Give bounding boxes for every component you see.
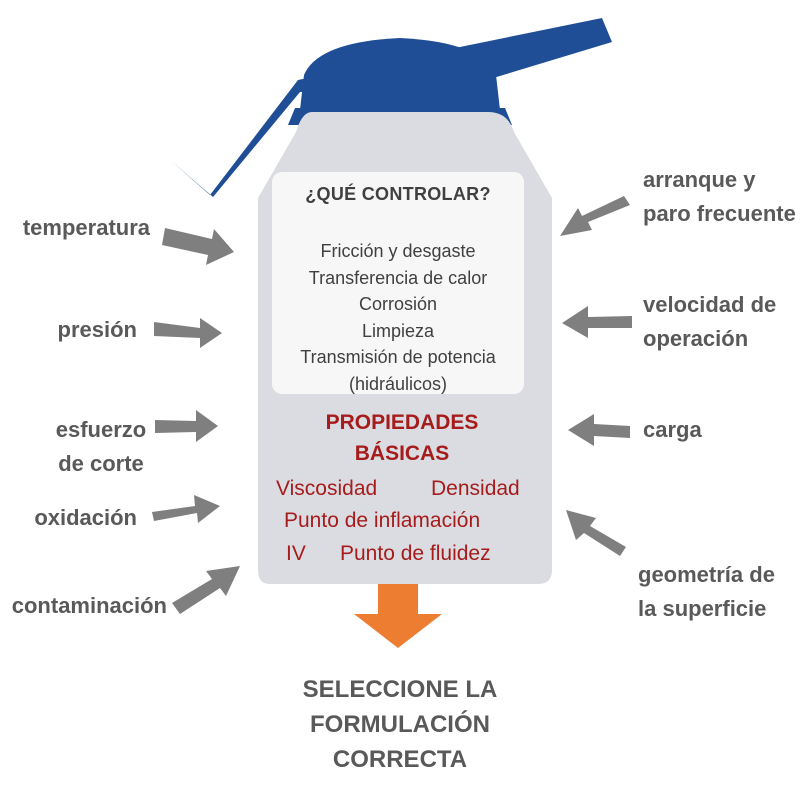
arrow-oxidacion bbox=[152, 495, 220, 523]
control-item: (hidráulicos) bbox=[348, 373, 448, 394]
arrow-esfuerzo bbox=[155, 410, 218, 442]
factor-carga: carga bbox=[643, 417, 702, 442]
factor-arranque-paro: arranque y paro frecuente bbox=[643, 167, 796, 226]
panel-title: ¿QUÉ CONTROLAR? bbox=[305, 184, 491, 204]
factor-presion: presión bbox=[57, 317, 137, 342]
left-arrows bbox=[152, 228, 240, 614]
control-panel bbox=[272, 172, 524, 394]
factor-oxidacion: oxidación bbox=[34, 505, 137, 530]
factor-contaminacion: contaminación bbox=[11, 593, 167, 618]
arrow-arranque bbox=[560, 196, 630, 236]
control-item: Corrosión bbox=[358, 294, 438, 314]
properties-title-line1: PROPIEDADES bbox=[325, 411, 479, 434]
property-density: Densidad bbox=[431, 477, 520, 500]
factor-velocidad: velocidad de operación bbox=[643, 292, 777, 351]
result-arrow bbox=[354, 584, 442, 648]
control-item: Transmisión de potencia bbox=[300, 347, 496, 367]
arrow-contaminacion bbox=[172, 566, 240, 614]
property-vi: IV bbox=[286, 542, 306, 565]
control-item: Limpieza bbox=[361, 320, 435, 341]
property-viscosity: Viscosidad bbox=[276, 477, 378, 500]
arrow-geometria bbox=[566, 510, 626, 556]
control-item: Fricción y desgaste bbox=[320, 241, 476, 261]
control-item: Transferencia de calor bbox=[308, 267, 488, 288]
property-flash-point: Punto de inflamación bbox=[284, 509, 481, 532]
property-pour-point: Punto de fluidez bbox=[340, 542, 491, 565]
arrow-velocidad bbox=[562, 306, 632, 338]
properties-title-line2: BÁSICAS bbox=[354, 442, 450, 465]
properties-title: PROPIEDADES BÁSICAS bbox=[262, 407, 542, 469]
factor-esfuerzo-de-corte: esfuerzo de corte bbox=[55, 417, 147, 476]
factor-geometria: geometría de la superficie bbox=[638, 562, 775, 621]
arrow-carga bbox=[568, 414, 630, 446]
result-text: SELECCIONE LA FORMULACIÓN CORRECTA bbox=[302, 676, 498, 773]
arrow-presion bbox=[154, 318, 222, 348]
bottle-spout bbox=[170, 18, 612, 197]
control-items-list: Fricción y desgaste Transferencia de cal… bbox=[262, 238, 534, 397]
right-arrows bbox=[560, 196, 632, 556]
factor-temperatura: temperatura bbox=[22, 215, 150, 240]
bottle-cap bbox=[300, 38, 500, 110]
arrow-temperatura bbox=[162, 228, 234, 265]
